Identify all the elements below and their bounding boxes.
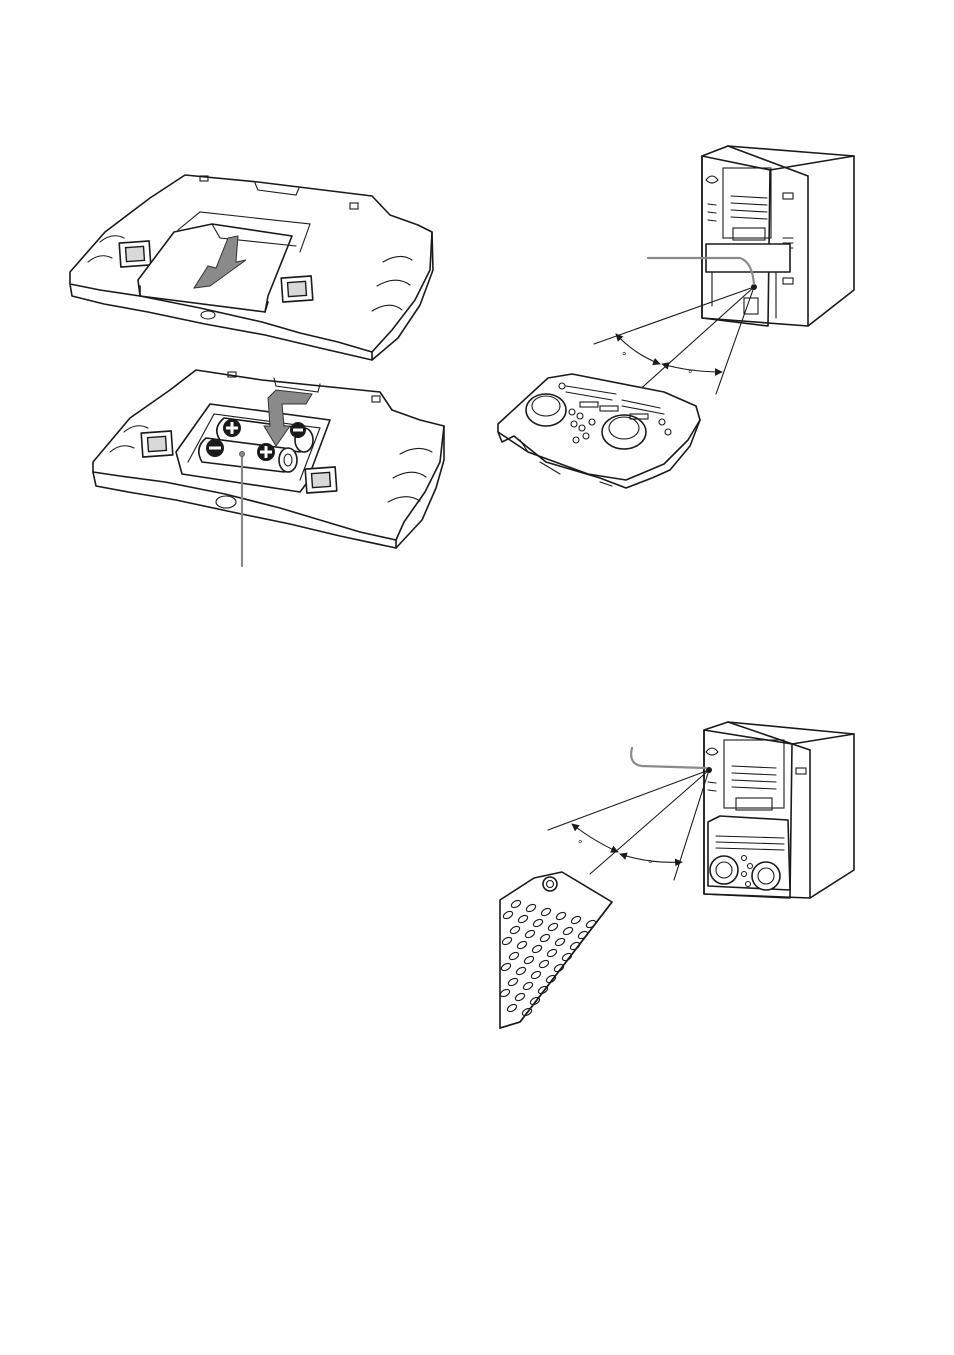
jog-remote: [498, 374, 700, 488]
ir-angle-left-mark: °: [578, 840, 582, 851]
jog-remote-angle-figure: [498, 146, 854, 488]
stereo-unit-bottom: [704, 722, 854, 898]
jog-angle-right-mark: °: [688, 370, 692, 381]
foot-right: [281, 276, 313, 302]
ir-remote-angle-figure: [499, 722, 854, 1028]
jog-angle-left-mark: °: [622, 352, 626, 363]
battery-insertion-figure: [93, 370, 444, 566]
stereo-unit-top: [702, 146, 854, 326]
foot-left: [119, 241, 151, 267]
foot-right: [305, 467, 337, 493]
ir-remote: [499, 872, 612, 1028]
battery-cover-removal-figure: [70, 175, 433, 360]
ir-angle-right-mark: °: [648, 860, 652, 871]
foot-left: [141, 431, 173, 457]
